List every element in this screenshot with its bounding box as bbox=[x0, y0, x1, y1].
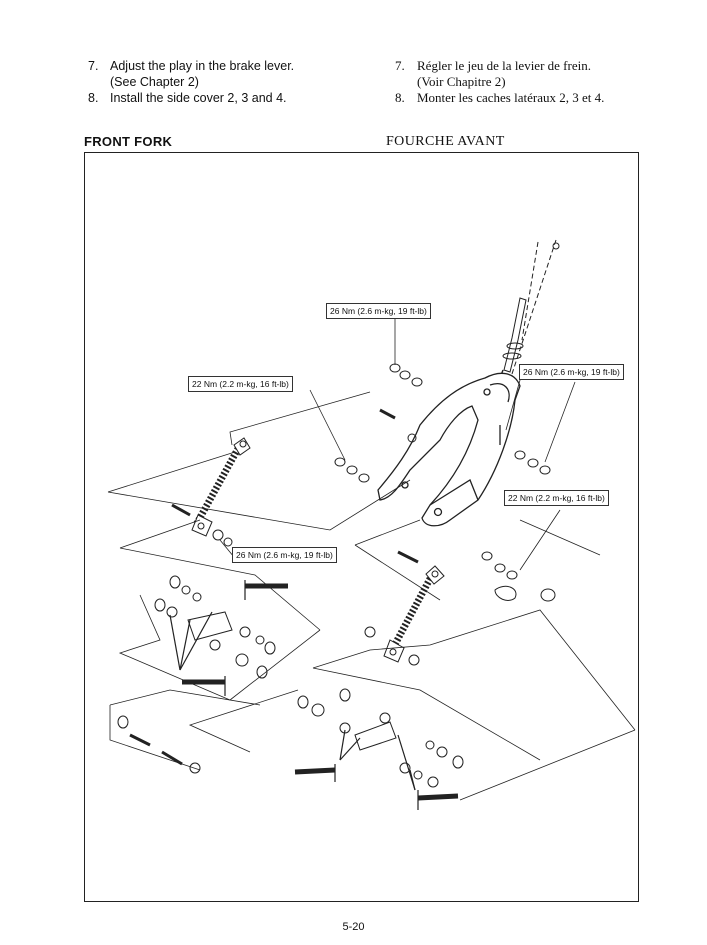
torque-label-middle-left: 26 Nm (2.6 m-kg, 19 ft-lb) bbox=[232, 547, 337, 563]
instruction-text: Monter les caches latéraux 2, 3 et 4. bbox=[417, 90, 605, 105]
instruction-number: 8. bbox=[88, 91, 99, 105]
instruction-item: 7. Adjust the play in the brake lever. bbox=[88, 58, 358, 74]
instruction-item: 8. Monter les caches latéraux 2, 3 et 4. bbox=[395, 90, 685, 106]
right-shock-absorber bbox=[383, 565, 445, 663]
page-number: 5-20 bbox=[342, 921, 365, 933]
torque-label-upper-left: 22 Nm (2.2 m-kg, 16 ft-lb) bbox=[188, 376, 293, 392]
torque-label-upper-right: 26 Nm (2.6 m-kg, 19 ft-lb) bbox=[519, 364, 624, 380]
instruction-item: 7. Régler le jeu de la levier de frein. bbox=[395, 58, 685, 74]
hardware-parts bbox=[117, 363, 556, 788]
instruction-text: Régler le jeu de la levier de frein. bbox=[417, 58, 591, 73]
instruction-text: Install the side cover 2, 3 and 4. bbox=[110, 91, 287, 105]
section-title-english: FRONT FORK bbox=[84, 134, 173, 149]
instructions-english: 7. Adjust the play in the brake lever. (… bbox=[88, 58, 358, 106]
instruction-number: 7. bbox=[395, 58, 405, 73]
assembly-reference-lines bbox=[107, 318, 636, 801]
instruction-text: Adjust the play in the brake lever. bbox=[110, 59, 295, 73]
instruction-number: 7. bbox=[88, 59, 99, 73]
grease-markers bbox=[169, 580, 459, 810]
instruction-item: 8. Install the side cover 2, 3 and 4. bbox=[88, 90, 358, 106]
fork-body bbox=[377, 372, 521, 527]
instruction-number: 8. bbox=[395, 90, 405, 105]
left-shock-absorber bbox=[191, 437, 251, 537]
instruction-subtext: (Voir Chapitre 2) bbox=[417, 74, 506, 89]
torque-label-top: 26 Nm (2.6 m-kg, 19 ft-lb) bbox=[326, 303, 431, 319]
steering-stem bbox=[496, 239, 560, 387]
instruction-subtext: (See Chapter 2) bbox=[110, 75, 199, 89]
section-title-french: FOURCHE AVANT bbox=[386, 134, 505, 149]
instructions-french: 7. Régler le jeu de la levier de frein. … bbox=[395, 58, 685, 106]
torque-label-middle-right: 22 Nm (2.2 m-kg, 16 ft-lb) bbox=[504, 490, 609, 506]
diagram-frame bbox=[84, 152, 639, 902]
